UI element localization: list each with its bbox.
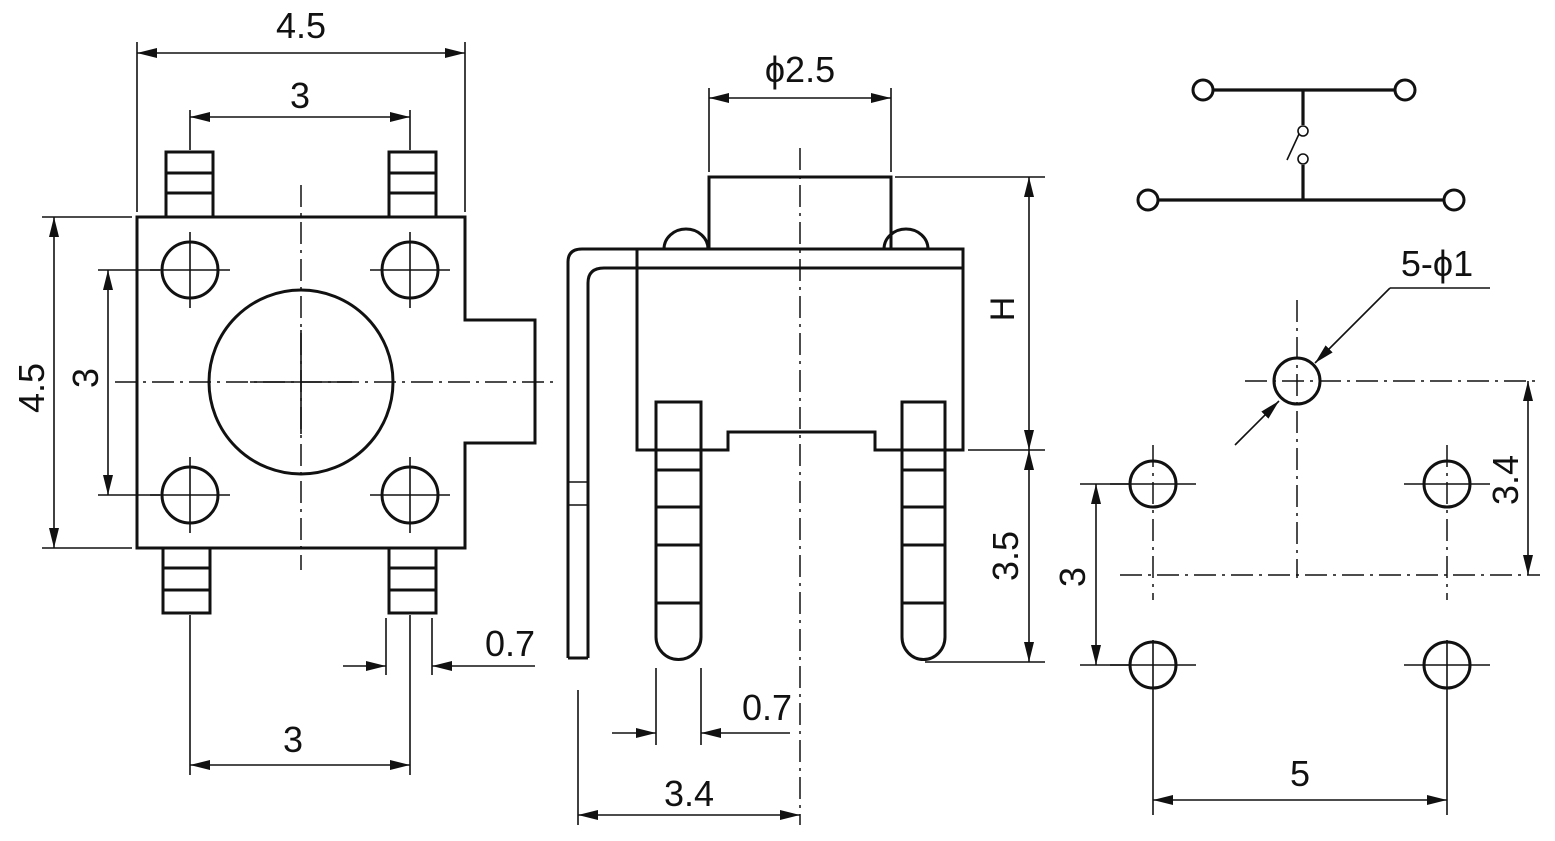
lead-length-dim: 3.5 [985,531,1026,581]
hole-callout: 5-ϕ1 [1401,243,1473,284]
lead-thickness-dim: 0.7 [742,687,792,728]
button-diameter-dim: ϕ2.5 [765,49,835,90]
row-pitch-dim: 3.4 [1485,455,1526,505]
right-lead [900,400,947,662]
side-pitch-dim: 3 [65,368,106,388]
pin-width-dim: 0.7 [485,623,535,664]
top-pitch-dim: 3 [290,75,310,116]
side-view: ϕ2.5 H 3.5 0.7 3.4 [566,49,1045,825]
top-view: 4.5 3 4.5 3 3 0.7 [11,5,555,775]
pcb-footprint: 5-ϕ1 3.4 3 5 [1052,243,1540,815]
top-width-dim: 4.5 [276,5,326,46]
bottom-pins [161,546,438,615]
horizontal-pitch-dim: 5 [1290,753,1310,794]
lead-offset-dim: 3.4 [664,773,714,814]
height-dim: H [984,297,1022,322]
vertical-pitch-dim: 3 [1052,567,1093,587]
left-lead [654,400,703,661]
top-height-dim: 4.5 [11,363,52,413]
bottom-pitch-dim: 3 [283,719,303,760]
switch-schematic [1136,78,1466,212]
top-pins [164,150,438,219]
